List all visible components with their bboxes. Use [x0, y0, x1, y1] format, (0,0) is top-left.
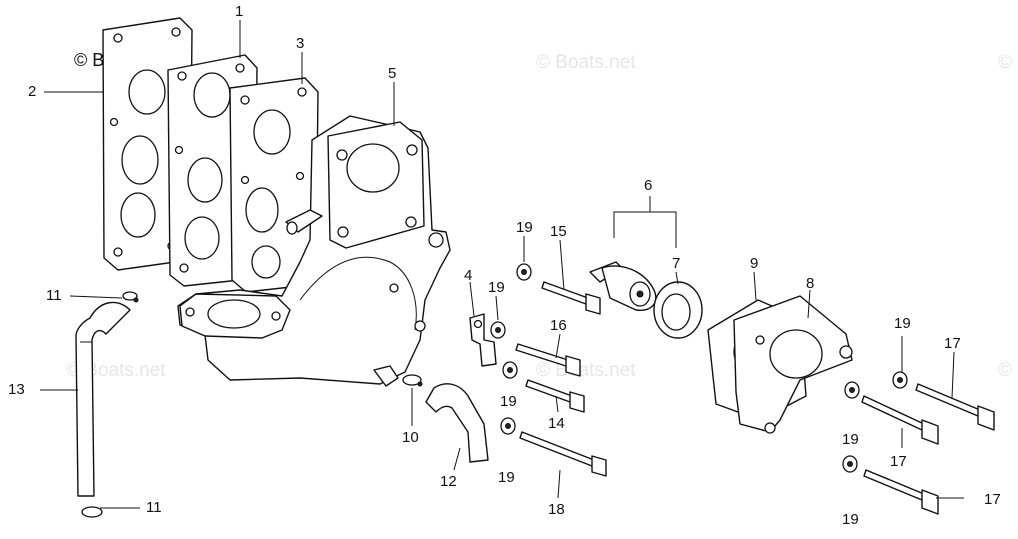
watermark-edge-1: © [998, 52, 1012, 73]
bolt-18 [519, 431, 607, 477]
washer-19-b [490, 321, 506, 339]
washer-19-g [842, 455, 858, 473]
washer-19-d [500, 417, 516, 435]
bolt-17-c [863, 469, 939, 515]
washer-19-e [844, 381, 860, 399]
washer-19-f [892, 371, 908, 389]
callout-12: 12 [440, 473, 457, 490]
callout-17-a: 17 [944, 335, 961, 352]
manifold-5 [177, 115, 451, 387]
callout-14: 14 [548, 415, 565, 432]
callout-9: 9 [750, 255, 758, 272]
hose-fitting [285, 209, 323, 235]
bolt-16 [515, 343, 581, 377]
callout-16: 16 [550, 317, 567, 334]
callout-19-d: 19 [498, 469, 515, 486]
callout-19-e: 19 [842, 431, 859, 448]
callout-17-b: 17 [890, 453, 907, 470]
bolt-17-b [861, 395, 939, 445]
clamp-11-bottom [81, 506, 103, 518]
callout-3: 3 [296, 35, 304, 52]
callout-17-c: 17 [984, 491, 1001, 508]
watermark-faded-3: © Boats.net [536, 360, 636, 381]
watermark-faded-1: © Boats.net [536, 52, 636, 73]
callout-19-a: 19 [516, 219, 533, 236]
callout-19-g: 19 [842, 511, 859, 528]
clamp-11-top [122, 291, 139, 303]
clamp-10 [402, 374, 423, 387]
callout-8: 8 [806, 275, 814, 292]
callout-6: 6 [644, 177, 652, 194]
callout-4: 4 [464, 267, 472, 284]
callout-19-f: 19 [894, 315, 911, 332]
bolt-14 [525, 379, 585, 413]
washer-19-a [516, 263, 532, 281]
callout-5: 5 [388, 65, 396, 82]
callout-13: 13 [8, 381, 25, 398]
watermark-edge-2: © [998, 360, 1012, 381]
thermostat-6 [589, 261, 657, 311]
bolt-17-a [915, 383, 995, 431]
hose-12 [425, 383, 489, 463]
callout-2: 2 [28, 83, 36, 100]
callout-19-b: 19 [488, 279, 505, 296]
bracket-4 [469, 313, 497, 367]
callout-7: 7 [672, 255, 680, 272]
callout-11-top: 11 [46, 287, 62, 304]
bolt-15 [541, 281, 601, 315]
callout-1: 1 [235, 3, 243, 20]
seal-7 [653, 281, 703, 339]
leader-lines [40, 20, 964, 509]
washer-19-c [502, 361, 518, 379]
hose-13 [75, 301, 131, 497]
callout-11-bottom: 11 [146, 499, 162, 516]
callout-10: 10 [402, 429, 419, 446]
callout-19-c: 19 [500, 393, 517, 410]
thermostat-cover-8 [733, 295, 853, 434]
callout-18: 18 [548, 501, 565, 518]
callout-15: 15 [550, 223, 567, 240]
